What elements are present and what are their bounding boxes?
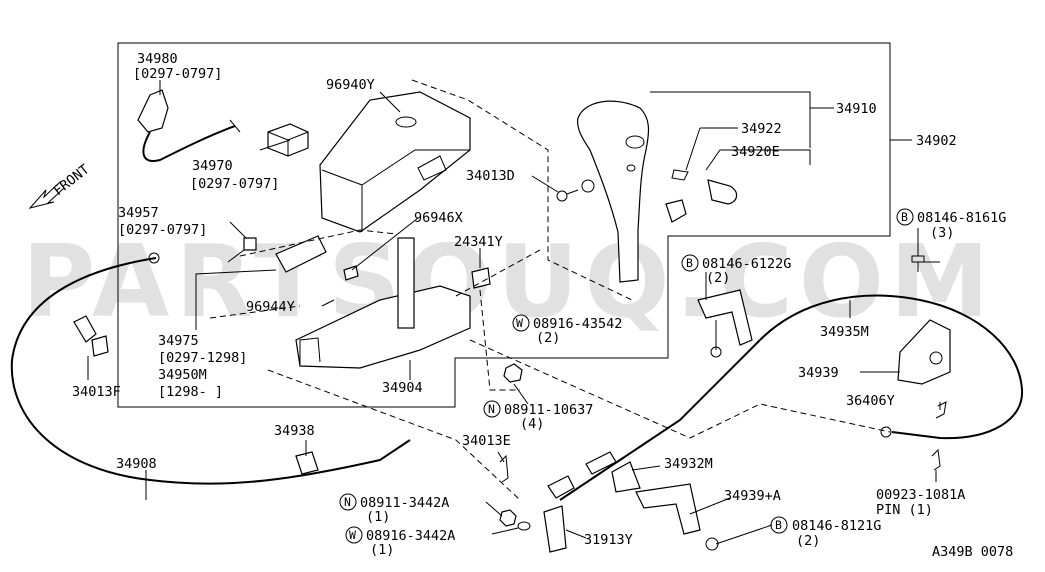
diagram-code: A349B 0078 (932, 544, 1013, 560)
callout-34908: 34908 (116, 456, 157, 472)
clip-34013F-drawing (73, 315, 109, 357)
callout-08911-10637-qty: (4) (520, 416, 544, 432)
callout-34904: 34904 (382, 380, 423, 396)
callout-34970: 34970 (192, 158, 233, 174)
callout-34013E: 34013E (462, 433, 511, 449)
front-label: FRONT (51, 162, 93, 200)
pin-00923-drawing (880, 426, 941, 471)
callout-08911-3442A-qty: (1) (366, 509, 390, 525)
lever-31913Y-drawing (543, 505, 567, 553)
callout-08916-3442A: 08916-3442A (366, 528, 455, 544)
callout-08146-8161G-qty: (3) (930, 225, 954, 241)
nut-bottom-drawing (499, 509, 517, 527)
block-34970-drawing (267, 123, 309, 157)
dashed-guide-lines (209, 79, 891, 501)
callout-34902: 34902 (916, 133, 957, 149)
callout-08916-43542: 08916-43542 (533, 316, 622, 332)
base-bracket-34904-drawing (295, 237, 471, 369)
svg-text:B: B (901, 210, 908, 224)
connector-34957-drawing (227, 237, 257, 263)
callout-34932M: 34932M (664, 456, 713, 472)
clip-36406Y-drawing (935, 401, 947, 419)
bolt-marker-1: B (896, 208, 914, 226)
callout-08146-6122G-qty: (2) (706, 270, 730, 286)
screw-34013D-drawing (556, 179, 595, 202)
callout-34970-date: [0297-0797] (190, 176, 279, 192)
svg-text:B: B (686, 256, 693, 270)
bolt-marker-3: B (770, 516, 788, 534)
callout-96940Y: 96940Y (326, 77, 375, 93)
callout-00923-1081A: 00923-1081A (876, 487, 965, 503)
leader-lines (87, 80, 941, 545)
callout-34013D: 34013D (466, 168, 515, 184)
callout-08146-8121G: 08146-8121G (792, 518, 881, 534)
callout-24341Y: 24341Y (454, 234, 503, 250)
callout-08146-6122G: 08146-6122G (702, 256, 791, 272)
svg-text:W: W (516, 316, 523, 330)
callout-08911-3442A: 08911-3442A (360, 495, 449, 511)
callout-96944Y: 96944Y (246, 299, 295, 315)
nut-marker-1: N (483, 400, 501, 418)
callout-34910: 34910 (836, 101, 877, 117)
washer-bottom-drawing (517, 521, 531, 531)
nut-marker-2: N (339, 493, 357, 511)
bracket-34939A-drawing (635, 483, 719, 551)
shift-knob-34910-drawing (577, 100, 650, 283)
callout-08146-8161G: 08146-8161G (917, 210, 1006, 226)
callout-08916-3442A-qty: (1) (370, 542, 394, 558)
callout-34980: 34980 (137, 51, 178, 67)
callout-34920E: 34920E (731, 144, 780, 160)
button-parts-drawing (665, 169, 738, 223)
bracket-34938-drawing (295, 451, 319, 475)
callout-08911-10637: 08911-10637 (504, 402, 593, 418)
watermark-text: PARTSOUQ.COM (22, 223, 995, 340)
callout-34950M-date: [1298- ] (158, 384, 223, 400)
callout-34975: 34975 (158, 333, 199, 349)
svg-text:N: N (344, 495, 351, 509)
callout-31913Y: 31913Y (584, 532, 633, 548)
callout-34013F: 34013F (72, 384, 121, 400)
washer-marker-2: W (345, 526, 363, 544)
nut-08911-10637-drawing (503, 363, 523, 383)
cable-34935M-drawing (547, 294, 1024, 501)
callout-34922: 34922 (741, 121, 782, 137)
harness-34980-drawing (137, 89, 241, 162)
cable-34908-drawing (10, 252, 411, 485)
callout-34935M: 34935M (820, 324, 869, 340)
callout-34939: 34939 (798, 365, 839, 381)
clip-34013E-drawing (499, 454, 509, 483)
callout-08916-43542-qty: (2) (536, 330, 560, 346)
callout-34939A: 34939+A (724, 488, 781, 504)
svg-text:W: W (349, 528, 356, 542)
indicator-cover-96940Y-drawing (319, 91, 471, 233)
washer-marker-1: W (512, 314, 530, 332)
clip-96946X-drawing (343, 265, 359, 281)
callout-36406Y: 36406Y (846, 393, 895, 409)
callout-34957: 34957 (118, 205, 159, 221)
assembly-outline (117, 42, 891, 408)
bracket-34932M-drawing (611, 461, 641, 493)
bracket-34939-drawing (897, 319, 951, 385)
callout-34950M: 34950M (158, 367, 207, 383)
bolt-marker-2: B (681, 254, 699, 272)
svg-text:B: B (775, 518, 782, 532)
callout-34975-date: [0297-1298] (158, 350, 247, 366)
callout-08146-8121G-qty: (2) (796, 533, 820, 549)
bracket-08146-6122G-drawing (697, 289, 753, 358)
callout-34957-date: [0297-0797] (118, 222, 207, 238)
svg-text:N: N (488, 402, 495, 416)
callout-00923-pin: PIN (1) (876, 502, 933, 518)
callout-34980-date: [0297-0797] (133, 66, 222, 82)
block-24341Y-drawing (471, 267, 491, 289)
front-arrow-icon (28, 181, 65, 209)
callout-96946X: 96946X (414, 210, 463, 226)
callout-34938: 34938 (274, 423, 315, 439)
